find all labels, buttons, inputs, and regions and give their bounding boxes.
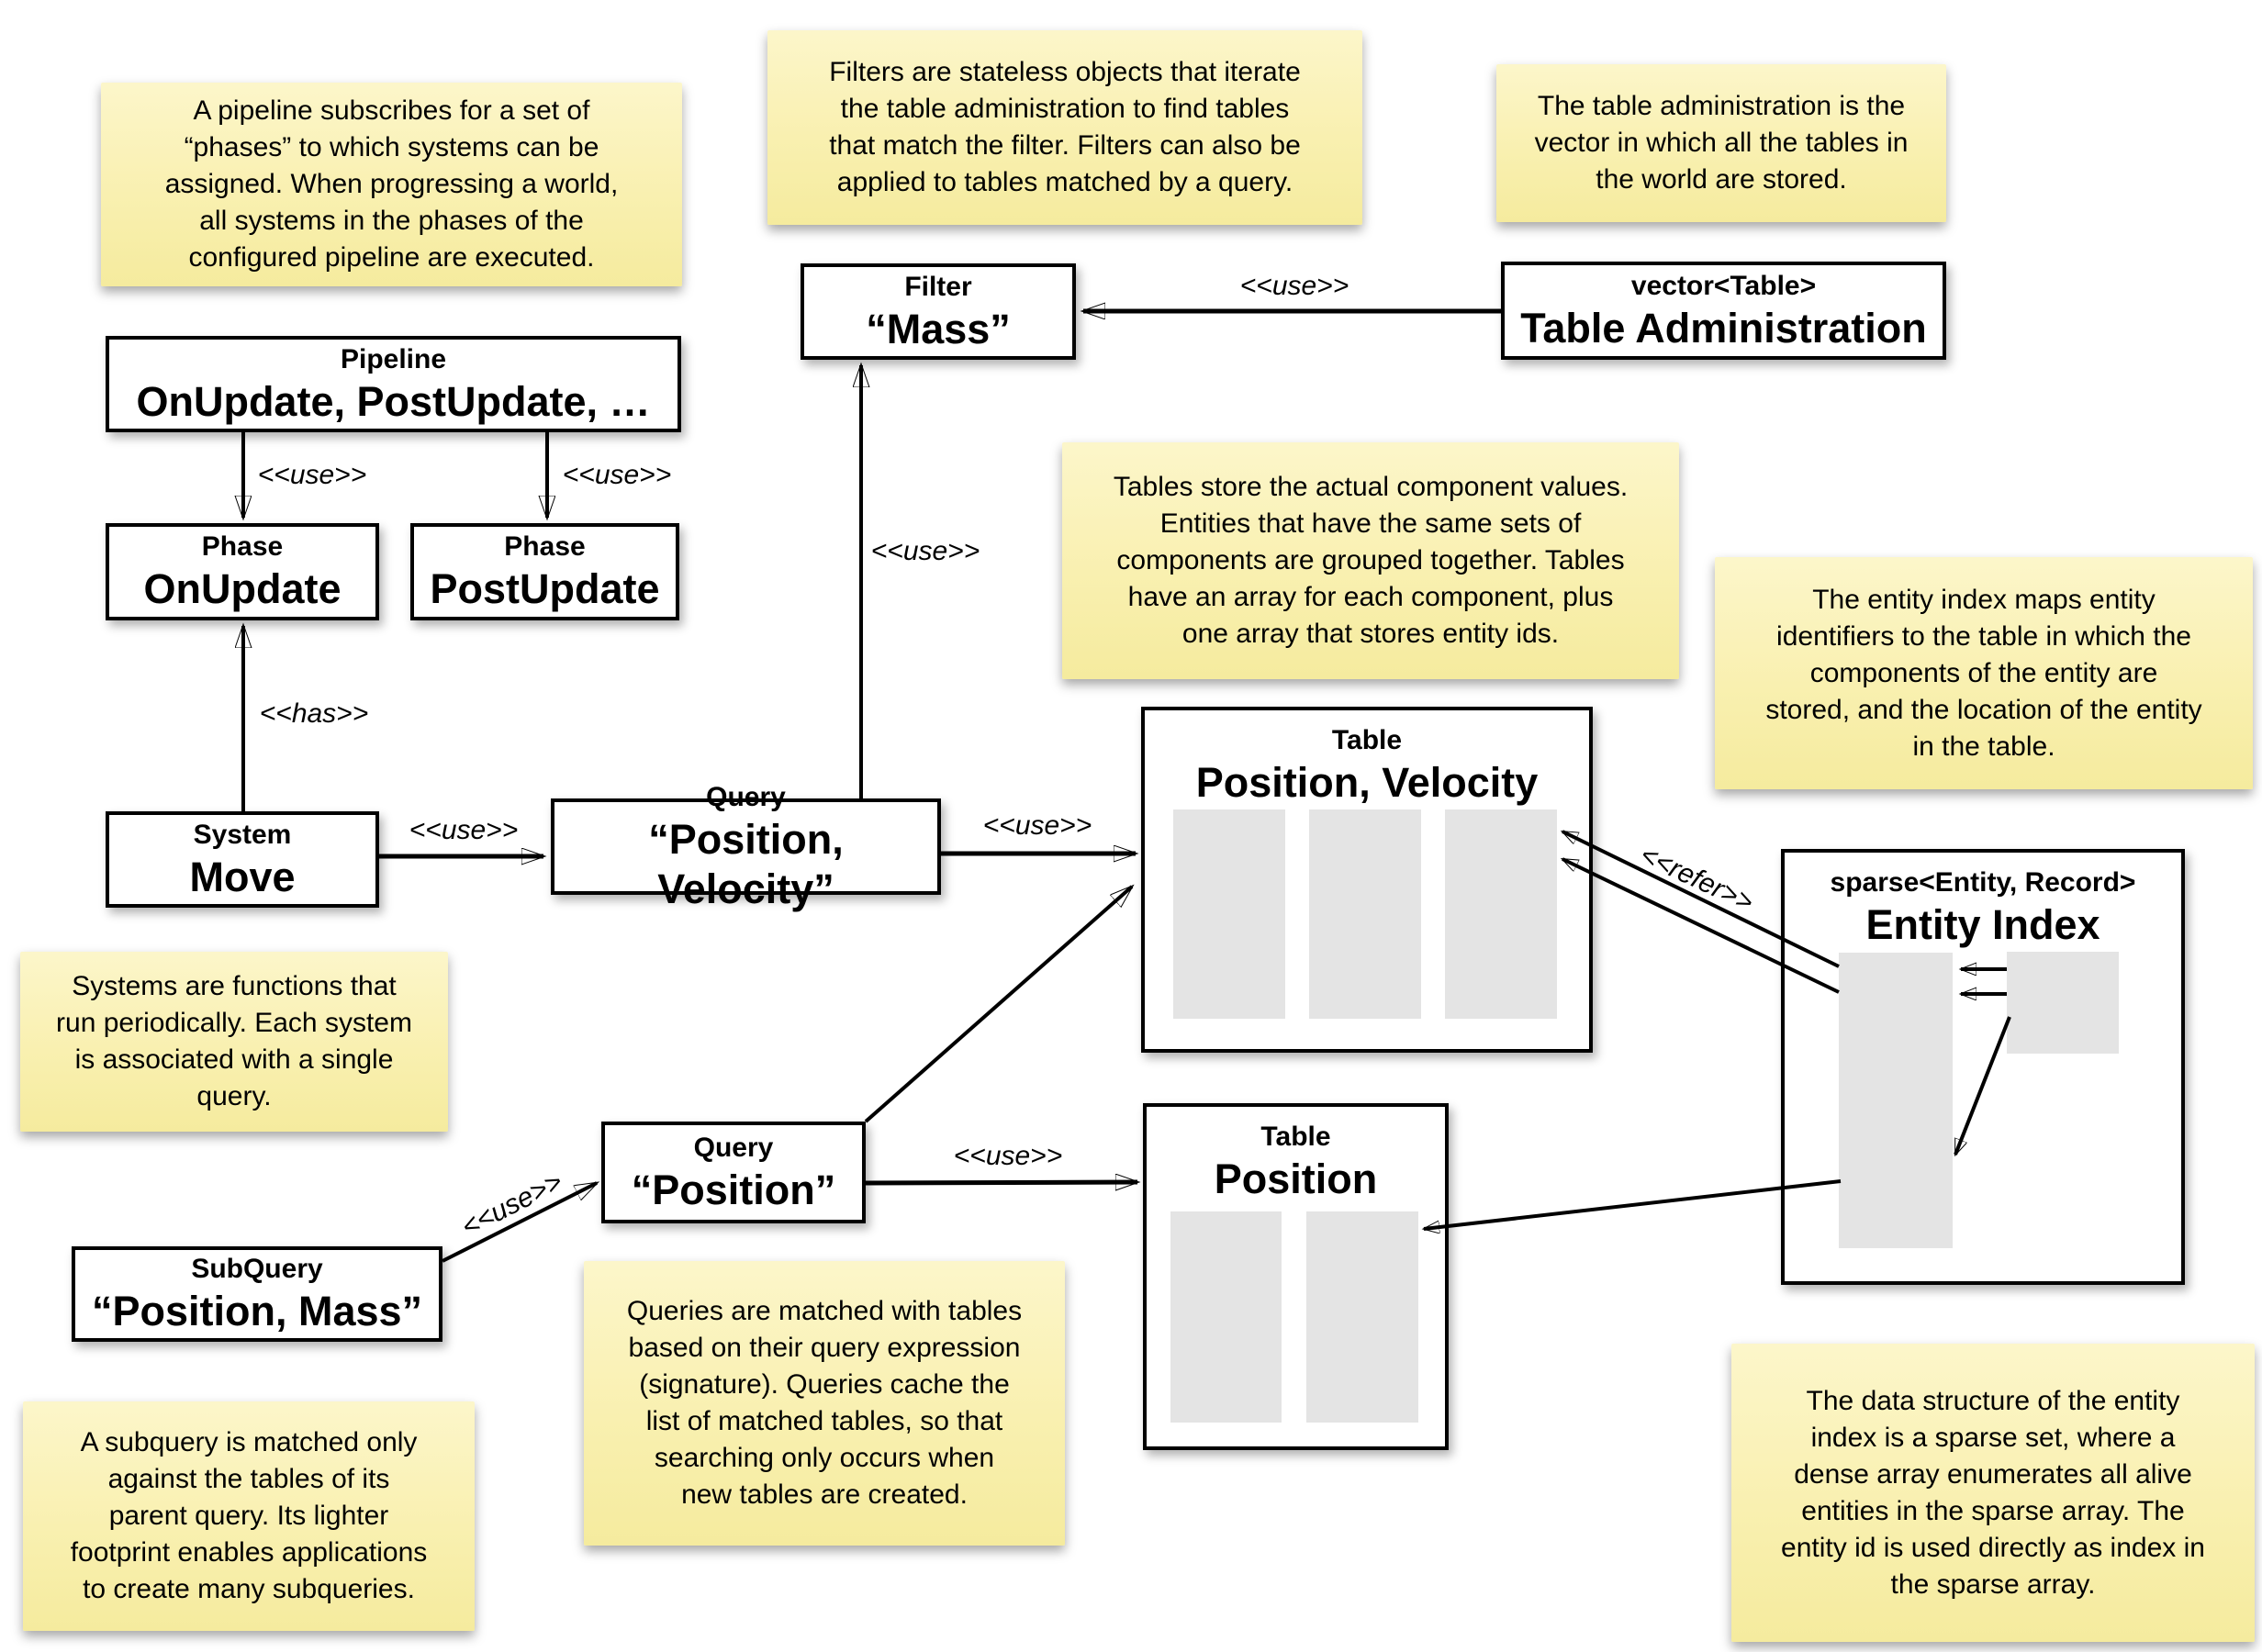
box-query-position-title: Query — [693, 1132, 774, 1163]
box-query-position-value: “Position” — [631, 1166, 836, 1213]
edge-label-subquery-query: <<use>> — [456, 1166, 568, 1244]
edge-label-query-p-table: <<use>> — [953, 1141, 1063, 1171]
box-phase-onupdate-value: OnUpdate — [143, 565, 342, 612]
edge-label-pipeline-postupdate: <<use>> — [562, 460, 672, 490]
box-table-administration: vector<Table> Table Administration — [1501, 262, 1946, 360]
box-table-administration-value: Table Administration — [1520, 304, 1927, 352]
box-system-move: System Move — [106, 811, 379, 908]
box-table-administration-title: vector<Table> — [1630, 270, 1817, 301]
edge-label-query-filter: <<use>> — [870, 536, 980, 566]
component-array-bar — [1173, 809, 1285, 1019]
note-sparse-set: The data structure of the entity index i… — [1731, 1344, 2255, 1642]
box-table-position-velocity-value: Position, Velocity — [1195, 759, 1539, 806]
note-filters: Filters are stateless objects that itera… — [767, 30, 1362, 225]
component-array-bar — [1445, 809, 1557, 1019]
note-queries: Queries are matched with tables based on… — [584, 1261, 1065, 1546]
edge-label-pipeline-onupdate: <<use>> — [257, 460, 367, 490]
box-phase-postupdate-value: PostUpdate — [430, 565, 660, 612]
box-query-position-velocity-value: “Position, Velocity” — [648, 815, 844, 912]
note-entity-index: The entity index maps entity identifiers… — [1715, 557, 2253, 789]
box-filter: Filter “Mass” — [801, 263, 1076, 360]
box-pipeline-value: OnUpdate, PostUpdate, … — [136, 377, 651, 425]
box-query-position-velocity-title: Query — [706, 781, 786, 812]
edge-label-admin-filter: <<use>> — [1239, 271, 1349, 301]
box-pipeline: Pipeline OnUpdate, PostUpdate, … — [106, 336, 681, 432]
note-subquery: A subquery is matched only against the t… — [23, 1401, 475, 1631]
box-pipeline-title: Pipeline — [340, 343, 447, 374]
box-phase-onupdate-title: Phase — [201, 531, 284, 562]
edge-label-system-phase: <<has>> — [259, 698, 369, 729]
box-phase-postupdate: Phase PostUpdate — [410, 523, 679, 620]
box-query-position: Query “Position” — [601, 1122, 866, 1223]
sparse-array-bar — [1839, 953, 1953, 1248]
arrow-query-p-to-table-pv — [864, 887, 1132, 1123]
box-table-position-title: Table — [1260, 1122, 1331, 1152]
edge-label-query-pv-table: <<use>> — [982, 810, 1092, 841]
note-table-administration: The table administration is the vector i… — [1496, 64, 1946, 222]
box-entity-index-title: sparse<Entity, Record> — [1830, 867, 2136, 898]
arrow-query-p-to-table-p — [865, 1182, 1137, 1183]
box-entity-index-value: Entity Index — [1865, 901, 2100, 948]
note-systems: Systems are functions that run periodica… — [20, 952, 448, 1132]
box-phase-postupdate-title: Phase — [504, 531, 586, 562]
box-system-move-value: Move — [189, 853, 296, 900]
component-array-bar — [1309, 809, 1421, 1019]
component-array-bar — [1306, 1211, 1418, 1423]
box-system-move-title: System — [193, 819, 292, 850]
dense-array-bar — [2007, 952, 2119, 1054]
component-array-bar — [1170, 1211, 1282, 1423]
box-subquery-title: SubQuery — [191, 1254, 323, 1284]
arrow-entity-index-to-table-p — [1424, 1179, 1842, 1229]
note-pipeline: A pipeline subscribes for a set of “phas… — [101, 83, 682, 286]
box-table-position-value: Position — [1214, 1155, 1378, 1202]
box-subquery: SubQuery “Position, Mass” — [72, 1246, 442, 1342]
box-table-position-velocity-title: Table — [1331, 725, 1403, 755]
box-query-position-velocity: Query “Position, Velocity” — [551, 782, 941, 912]
box-phase-onupdate: Phase OnUpdate — [106, 523, 379, 620]
box-filter-value: “Mass” — [866, 305, 1011, 352]
box-subquery-value: “Position, Mass” — [91, 1288, 423, 1334]
note-tables: Tables store the actual component values… — [1062, 442, 1679, 679]
box-filter-title: Filter — [904, 271, 972, 302]
edge-label-system-query: <<use>> — [409, 815, 519, 845]
edge-label-entity-refer: <<refer>> — [1635, 839, 1758, 919]
